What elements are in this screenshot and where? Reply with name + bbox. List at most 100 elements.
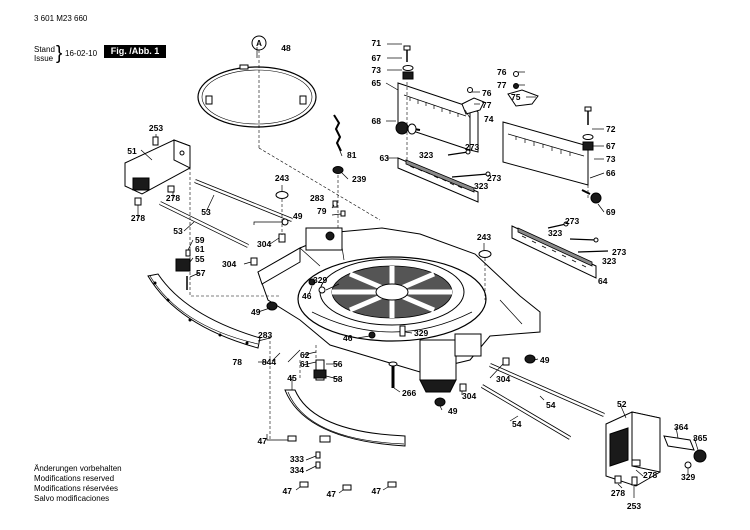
- part-knob-68: [395, 121, 421, 135]
- part-extension-64: [511, 225, 597, 279]
- part-screw-253b: [631, 476, 638, 486]
- label-78: 78: [233, 357, 243, 367]
- label-329a: 329: [313, 275, 327, 285]
- label-253b: 253: [627, 501, 641, 511]
- label-79: 79: [317, 206, 327, 216]
- callout-a-letter: A: [256, 39, 262, 48]
- label-304d: 304: [462, 391, 476, 401]
- label-53b: 53: [173, 226, 183, 236]
- footer-line-en: Modifications reserved: [34, 474, 115, 483]
- label-239: 239: [352, 174, 366, 184]
- label-323c: 323: [548, 228, 562, 238]
- callout-a-marker: A: [251, 35, 267, 148]
- label-278c: 278: [643, 470, 657, 480]
- part-screw-304a: [278, 233, 286, 243]
- label-333: 333: [290, 454, 304, 464]
- label-278a: 278: [166, 193, 180, 203]
- label-323a: 323: [419, 150, 433, 160]
- part-turntable: [297, 256, 487, 342]
- label-67b: 67: [606, 141, 616, 151]
- part-screw-278a: [134, 197, 142, 206]
- part-ring-48: [197, 64, 317, 128]
- part-bolt-71: [403, 45, 411, 62]
- label-72: 72: [606, 124, 616, 134]
- part-screw-79: [340, 210, 346, 217]
- part-clamp-74: [461, 97, 485, 115]
- label-64: 64: [598, 276, 608, 286]
- part-screw-329a: [318, 286, 326, 294]
- label-253a: 253: [149, 123, 163, 133]
- part-spring-81: [333, 114, 342, 152]
- part-fence-66: [502, 121, 589, 186]
- label-61b: 61: [300, 359, 310, 369]
- part-screw-77a: [513, 83, 519, 89]
- label-278b: 278: [131, 213, 145, 223]
- label-69: 69: [606, 207, 616, 217]
- part-rod-53a: [194, 179, 293, 222]
- part-clips-47: [287, 435, 397, 491]
- part-nut-73a: [402, 71, 414, 80]
- label-304c: 304: [496, 374, 510, 384]
- label-304a: 304: [257, 239, 271, 249]
- doc-number: 3 601 M23 660: [34, 14, 88, 23]
- label-51: 51: [127, 146, 137, 156]
- label-58: 58: [333, 374, 343, 384]
- label-53a: 53: [201, 207, 211, 217]
- label-52: 52: [617, 399, 627, 409]
- part-nut-49d: [434, 397, 446, 407]
- part-washer-243b: [478, 250, 492, 258]
- part-pins-323-273: [447, 149, 491, 178]
- part-screw-76b: [467, 87, 473, 93]
- part-knob-364-365: [663, 435, 707, 463]
- label-283b: 283: [258, 330, 272, 340]
- part-washer-67a: [402, 65, 414, 71]
- label-68: 68: [372, 116, 382, 126]
- leader-lines: [137, 43, 699, 498]
- label-47c: 47: [327, 489, 337, 499]
- header-block: 3 601 M23 660 Stand Issue } 16-02-10 Fig…: [34, 14, 234, 74]
- part-lock-56-58: [313, 359, 327, 381]
- label-66: 66: [606, 168, 616, 178]
- label-54b: 54: [512, 419, 522, 429]
- label-273b: 273: [487, 173, 501, 183]
- stand-label: Stand: [34, 45, 55, 54]
- part-bracket-52: [605, 411, 661, 487]
- label-334: 334: [290, 465, 304, 475]
- part-bolt-72: [584, 106, 592, 125]
- label-273d: 273: [612, 247, 626, 257]
- label-278d: 278: [611, 488, 625, 498]
- footer-line-de: Änderungen vorbehalten: [34, 464, 122, 473]
- part-screws-333-334: [315, 451, 321, 469]
- label-273a: 273: [465, 142, 479, 152]
- label-56: 56: [333, 359, 343, 369]
- part-segment-844: [147, 273, 261, 349]
- label-77b: 77: [482, 100, 492, 110]
- label-323b: 323: [474, 181, 488, 191]
- label-304b: 304: [222, 259, 236, 269]
- issue-date: 16-02-10: [65, 49, 98, 58]
- label-47b: 47: [283, 486, 293, 496]
- part-pin-266: [388, 361, 398, 388]
- part-screw-329c: [684, 461, 692, 469]
- footer-line-fr: Modifications réservées: [34, 484, 119, 493]
- part-screw-304d: [459, 383, 467, 392]
- part-segment-45: [284, 389, 406, 447]
- label-57: 57: [196, 268, 206, 278]
- label-47a: 47: [258, 436, 268, 446]
- label-273c: 273: [565, 216, 579, 226]
- footer-line-es: Salvo modificaciones: [34, 494, 110, 503]
- label-54a: 54: [546, 400, 556, 410]
- label-49d: 49: [448, 406, 458, 416]
- part-rod-54a: [489, 363, 605, 417]
- part-number-labels: 48 71 67 73 65 76 77 76 77 75 74 72 67 7…: [127, 38, 707, 511]
- label-75: 75: [511, 92, 521, 102]
- part-lock-55: [175, 249, 191, 290]
- label-73a: 73: [372, 65, 382, 75]
- label-74: 74: [484, 114, 494, 124]
- part-nut-49c: [524, 354, 536, 364]
- label-266: 266: [402, 388, 416, 398]
- label-71: 71: [372, 38, 382, 48]
- part-screw-253a: [152, 136, 159, 146]
- label-77a: 77: [497, 80, 507, 90]
